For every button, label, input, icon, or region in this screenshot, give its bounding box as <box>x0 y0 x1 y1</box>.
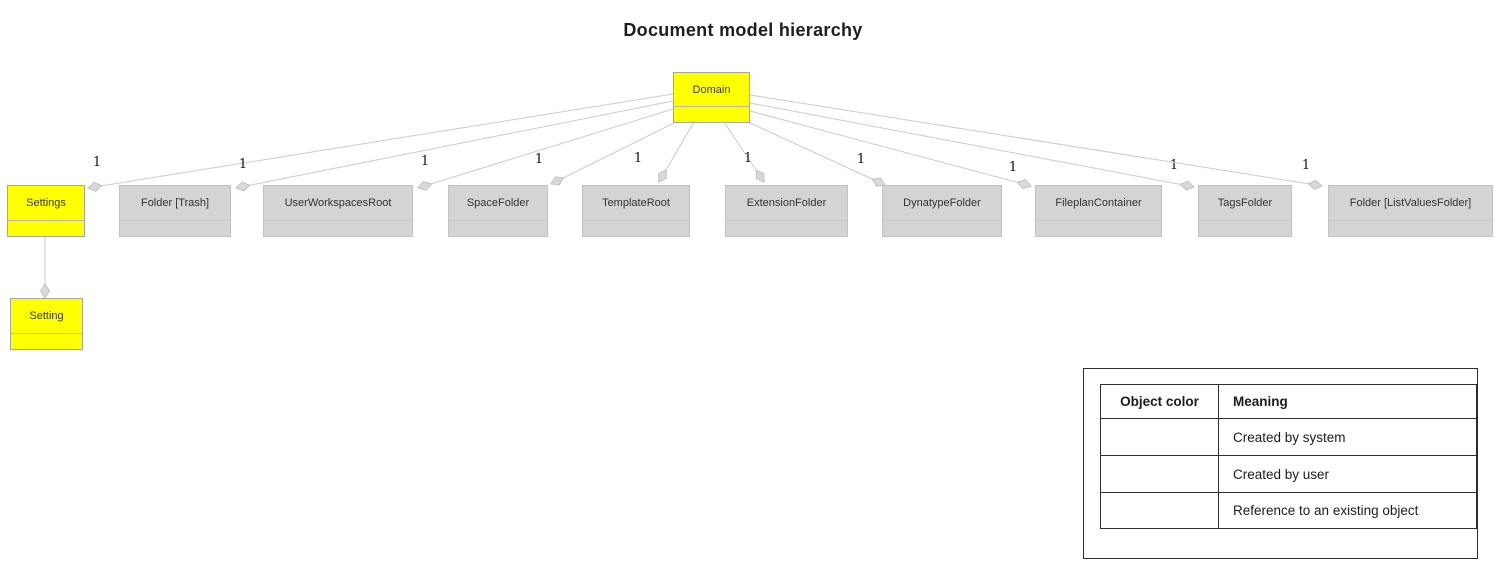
multiplicity-label: 1 <box>1009 160 1017 175</box>
legend-meaning-system: Created by system <box>1219 419 1477 456</box>
legend-header-meaning: Meaning <box>1219 385 1477 419</box>
legend-meaning-user: Created by user <box>1219 456 1477 493</box>
node-attributes-compartment <box>1036 221 1161 236</box>
node-label: FileplanContainer <box>1036 186 1161 221</box>
node-folder-trash: Folder [Trash] <box>119 185 231 237</box>
aggregation-diamond-icon <box>659 170 667 182</box>
node-label: Setting <box>11 299 82 334</box>
aggregation-diamond-icon <box>756 170 764 182</box>
multiplicity-label: 1 <box>857 152 865 167</box>
node-domain: Domain <box>673 72 750 123</box>
node-attributes-compartment <box>449 221 547 236</box>
multiplicity-label: 1 <box>1302 158 1310 173</box>
aggregation-diamond-icon <box>88 182 102 191</box>
node-label: TagsFolder <box>1199 186 1291 221</box>
node-attributes-compartment <box>674 107 749 122</box>
node-attributes-compartment <box>726 221 847 236</box>
node-attributes-compartment <box>583 221 689 236</box>
aggregation-diamond-icon <box>1018 180 1032 189</box>
node-attributes-compartment <box>120 221 230 236</box>
node-spacefolder: SpaceFolder <box>448 185 548 237</box>
multiplicity-label: 1 <box>634 151 642 166</box>
containment-edge <box>750 95 1322 186</box>
legend-table: Object color Meaning Created by system C… <box>1100 384 1477 529</box>
node-label: Folder [ListValuesFolder] <box>1329 186 1492 221</box>
containment-edge <box>551 122 676 184</box>
node-userworkspacesroot: UserWorkspacesRoot <box>263 185 413 237</box>
multiplicity-label: 1 <box>239 157 247 172</box>
multiplicity-label: 1 <box>744 151 752 166</box>
node-label: ExtensionFolder <box>726 186 847 221</box>
node-attributes-compartment <box>8 221 84 236</box>
node-folder-listvaluesfolder: Folder [ListValuesFolder] <box>1328 185 1493 237</box>
aggregation-diamond-icon <box>1308 181 1322 190</box>
node-tagsfolder: TagsFolder <box>1198 185 1292 237</box>
legend-row-system: Created by system <box>1101 419 1477 456</box>
node-settings: Settings <box>7 185 85 237</box>
node-extensionfolder: ExtensionFolder <box>725 185 848 237</box>
aggregation-diamond-icon <box>236 182 250 191</box>
aggregation-diamond-icon <box>1180 181 1194 190</box>
multiplicity-label: 1 <box>421 154 429 169</box>
node-attributes-compartment <box>883 221 1001 236</box>
node-fileplancontainer: FileplanContainer <box>1035 185 1162 237</box>
multiplicity-label: 1 <box>93 155 101 170</box>
node-attributes-compartment <box>1199 221 1291 236</box>
containment-edge <box>750 103 1194 187</box>
node-setting: Setting <box>10 298 83 350</box>
legend-meaning-reference: Reference to an existing object <box>1219 493 1477 529</box>
node-dynatypefolder: DynatypeFolder <box>882 185 1002 237</box>
multiplicity-label: 1 <box>535 152 543 167</box>
node-attributes-compartment <box>264 221 412 236</box>
aggregation-diamond-icon <box>41 284 50 298</box>
node-label: DynatypeFolder <box>883 186 1001 221</box>
node-label: UserWorkspacesRoot <box>264 186 412 221</box>
multiplicity-label: 1 <box>1170 158 1178 173</box>
node-templateroot: TemplateRoot <box>582 185 690 237</box>
legend-row-reference: Reference to an existing object <box>1101 493 1477 529</box>
node-attributes-compartment <box>11 334 82 349</box>
aggregation-diamond-icon <box>418 182 431 191</box>
legend-row-user: Created by user <box>1101 456 1477 493</box>
containment-edge <box>418 109 673 188</box>
containment-edge <box>88 94 673 188</box>
node-label: Folder [Trash] <box>120 186 230 221</box>
legend-header-object-color: Object color <box>1101 385 1219 419</box>
node-label: Settings <box>8 186 84 221</box>
legend-box: Object color Meaning Created by system C… <box>1083 368 1478 559</box>
node-label: TemplateRoot <box>583 186 689 221</box>
legend-header-row: Object color Meaning <box>1101 385 1477 419</box>
node-label: Domain <box>674 73 749 107</box>
node-label: SpaceFolder <box>449 186 547 221</box>
containment-edge <box>236 101 673 188</box>
aggregation-diamond-icon <box>551 177 564 185</box>
node-attributes-compartment <box>1329 221 1492 236</box>
